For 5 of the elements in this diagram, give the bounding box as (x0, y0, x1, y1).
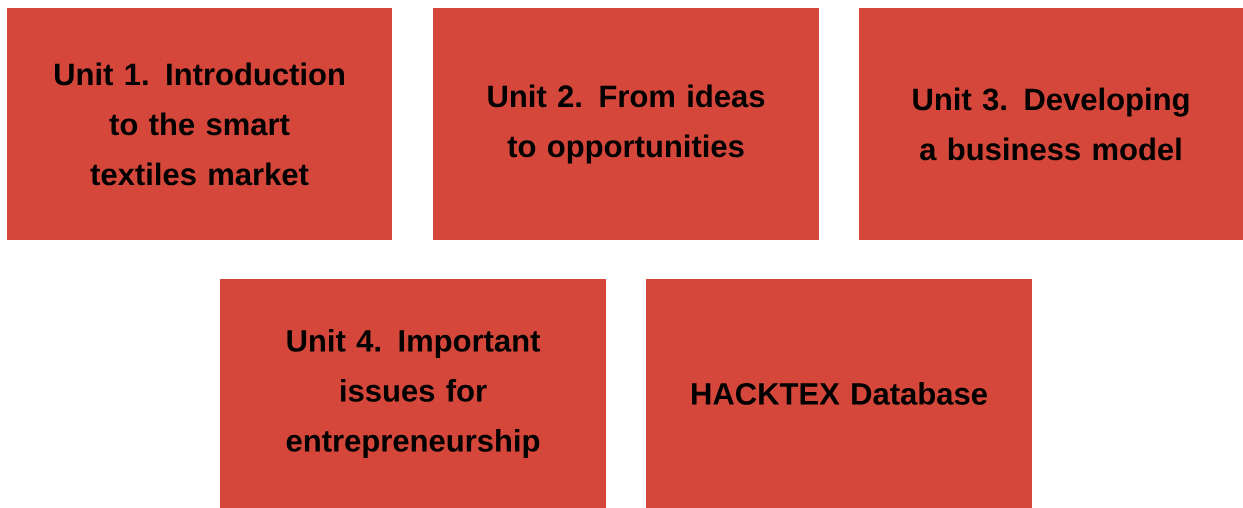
unit-box: Unit 1. Introduction to the smart textiles market (7, 8, 392, 240)
unit-box: Unit 2. From ideas to opportunities (433, 8, 819, 240)
unit-box: Unit 3. Developing a business model (859, 8, 1243, 240)
unit-box: Unit 4. Important issues for entrepreneurship (220, 279, 606, 508)
unit-box: HACKTEX Database (646, 279, 1032, 508)
